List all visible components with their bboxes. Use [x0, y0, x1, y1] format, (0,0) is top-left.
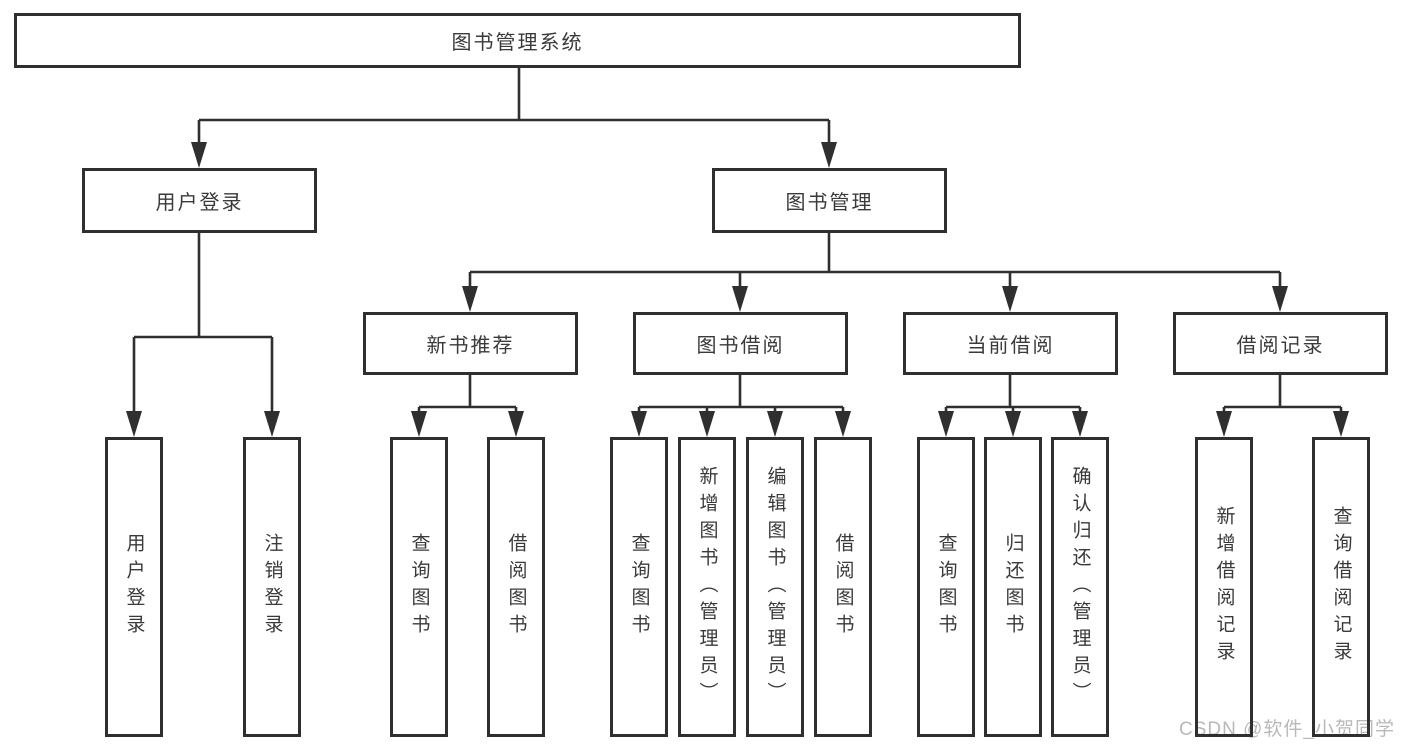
node-borrowing-records: 借阅记录 [1173, 312, 1388, 375]
leaf-add-book-admin: 新增图书（管理员） [678, 437, 736, 737]
node-current-borrowing: 当前借阅 [903, 312, 1118, 375]
leaf-label: 借阅图书 [505, 533, 527, 641]
leaf-add-borrow-record: 新增借阅记录 [1195, 437, 1253, 737]
leaf-return-book: 归还图书 [984, 437, 1042, 737]
node-book-borrowing: 图书借阅 [633, 312, 848, 375]
leaf-label: 查询图书 [628, 533, 650, 641]
node-label: 用户登录 [155, 192, 244, 214]
node-label: 图书管理 [785, 192, 874, 214]
leaf-query-books-borrowing: 查询图书 [610, 437, 668, 737]
node-label: 当前借阅 [966, 335, 1055, 357]
leaf-label: 借阅图书 [832, 533, 854, 641]
leaf-label: 注销登录 [261, 533, 283, 641]
leaf-label: 归还图书 [1002, 533, 1024, 641]
watermark-text: CSDN @软件_小贺同学 [1179, 719, 1395, 740]
leaf-label: 新增借阅记录 [1213, 506, 1235, 668]
node-label: 借阅记录 [1236, 335, 1325, 357]
node-label: 图书管理系统 [451, 32, 584, 54]
leaf-logout: 注销登录 [243, 437, 301, 737]
node-library-management-system: 图书管理系统 [14, 13, 1021, 68]
leaf-borrow-books-recommend: 借阅图书 [487, 437, 545, 737]
leaf-query-borrow-record: 查询借阅记录 [1312, 437, 1370, 737]
leaf-label: 编辑图书（管理员） [764, 465, 786, 709]
leaf-label: 查询图书 [935, 533, 957, 641]
node-new-book-recommendation: 新书推荐 [363, 312, 578, 375]
leaf-label: 用户登录 [123, 533, 145, 641]
node-book-management: 图书管理 [712, 168, 947, 233]
leaf-user-login: 用户登录 [105, 437, 163, 737]
leaf-query-books-current: 查询图书 [917, 437, 975, 737]
node-label: 新书推荐 [426, 335, 515, 357]
leaf-label: 查询借阅记录 [1330, 506, 1352, 668]
leaf-label: 新增图书（管理员） [696, 465, 718, 709]
leaf-query-books-recommend: 查询图书 [390, 437, 448, 737]
node-user-login: 用户登录 [82, 168, 317, 233]
node-label: 图书借阅 [696, 335, 785, 357]
leaf-edit-book-admin: 编辑图书（管理员） [746, 437, 804, 737]
leaf-label: 查询图书 [408, 533, 430, 641]
leaf-label: 确认归还（管理员） [1069, 465, 1091, 709]
leaf-borrow-books-borrowing: 借阅图书 [814, 437, 872, 737]
leaf-confirm-return-admin: 确认归还（管理员） [1051, 437, 1109, 737]
